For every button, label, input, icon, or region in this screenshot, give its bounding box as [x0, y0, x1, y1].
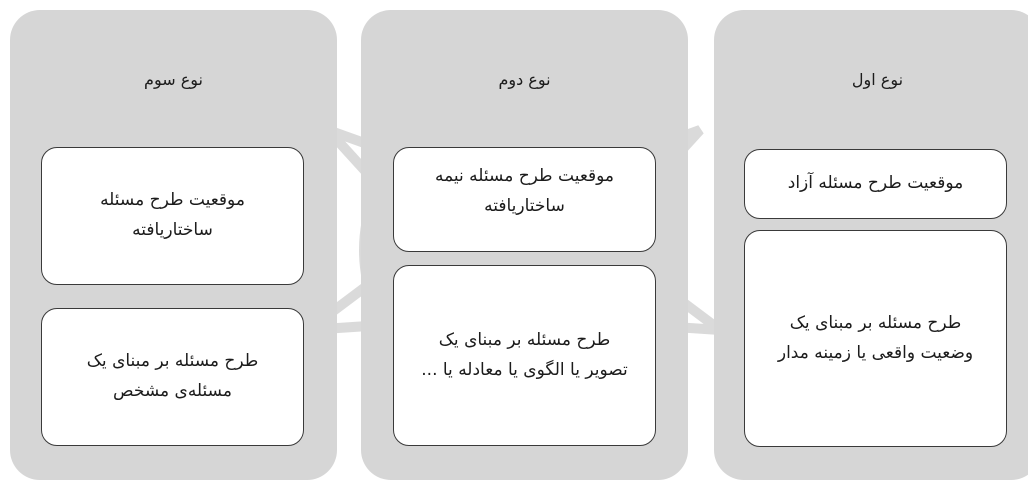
situation-box: موقعیت طرح مسئله نیمه ساختاریافته: [393, 147, 656, 252]
box-line: موقعیت طرح مسئله: [100, 190, 245, 211]
box-line: وضعیت واقعی یا زمینه مدار: [777, 342, 974, 363]
box-line: ساختاریافته: [484, 195, 565, 216]
basis-box: طرح مسئله بر مبنای یک وضعیت واقعی یا زمی…: [744, 230, 1007, 447]
box-line: ساختاریافته: [132, 220, 213, 240]
box-line: طرح مسئله بر مبنای یک: [86, 351, 259, 372]
box-line: مسئله‌ی مشخص: [113, 381, 232, 401]
box-line: موقعیت طرح مسئله آزاد: [787, 173, 964, 194]
box-line: موقعیت طرح مسئله نیمه: [434, 166, 615, 186]
box-line: طرح مسئله بر مبنای یک: [438, 329, 611, 350]
column-type-3: نوع سوم موقعیت طرح مسئله ساختاریافته طرح…: [10, 10, 337, 480]
column-type-1: نوع اول موقعیت طرح مسئله آزاد طرح مسئله …: [714, 10, 1028, 480]
box-line: تصویر یا الگوی یا معادله یا ...: [421, 359, 628, 380]
situation-box: موقعیت طرح مسئله ساختاریافته: [41, 147, 304, 285]
column-title: نوع دوم: [498, 70, 551, 89]
column-title: نوع اول: [851, 70, 904, 89]
box-line: طرح مسئله بر مبنای یک: [789, 312, 962, 333]
basis-box: طرح مسئله بر مبنای یک تصویر یا الگوی یا …: [393, 265, 656, 446]
column-title: نوع سوم: [144, 70, 203, 89]
column-type-2: نوع دوم موقعیت طرح مسئله نیمه ساختاریافت…: [361, 10, 688, 480]
basis-box: طرح مسئله بر مبنای یک مسئله‌ی مشخص: [41, 308, 304, 446]
situation-box: موقعیت طرح مسئله آزاد: [744, 149, 1007, 219]
